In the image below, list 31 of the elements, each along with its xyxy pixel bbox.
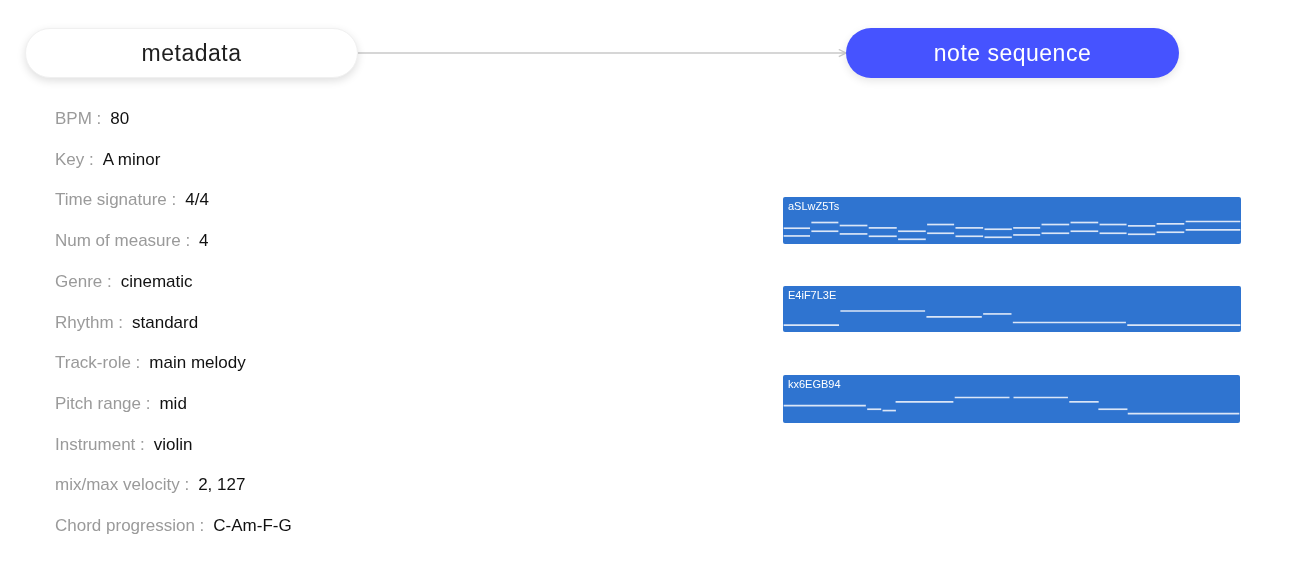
field-label: Rhythm :: [55, 312, 124, 333]
arrow: [357, 48, 847, 58]
field-value: C-Am-F-G: [213, 516, 292, 536]
title-pill: note sequence: [846, 28, 1179, 78]
field-value: 4/4: [185, 190, 209, 211]
field-label: Instrument :: [55, 434, 145, 455]
field-value: mid: [159, 393, 187, 414]
field-label: BPM :: [55, 109, 102, 129]
field-label: Genre :: [55, 271, 112, 292]
field-label: Num of measure :: [55, 231, 191, 252]
field-value: violin: [153, 434, 193, 455]
clip-id: aSLwZ5Ts: [788, 200, 840, 212]
field-value: A minor: [102, 149, 161, 170]
field-value: 2, 127: [198, 475, 246, 496]
field-value: cinematic: [120, 271, 193, 292]
field-value: main melody: [149, 353, 246, 374]
field-label: Time signature :: [55, 190, 177, 211]
field-label: Track-role :: [55, 353, 141, 374]
midi-clip: [783, 197, 1241, 244]
field-value: 4: [199, 231, 209, 252]
midi-clip: [783, 286, 1241, 332]
clip-id: kx6EGB94: [788, 378, 841, 390]
field-label: Chord progression :: [55, 516, 205, 536]
title-pill: metadata: [25, 28, 358, 78]
clip-id: E4iF7L3E: [788, 289, 837, 301]
midi-clip: [783, 375, 1240, 423]
field-value: 80: [110, 109, 130, 129]
field-label: Key :: [55, 149, 94, 170]
field-value: standard: [132, 312, 199, 333]
field-label: Pitch range :: [55, 393, 151, 414]
field-label: mix/max velocity :: [55, 475, 190, 496]
